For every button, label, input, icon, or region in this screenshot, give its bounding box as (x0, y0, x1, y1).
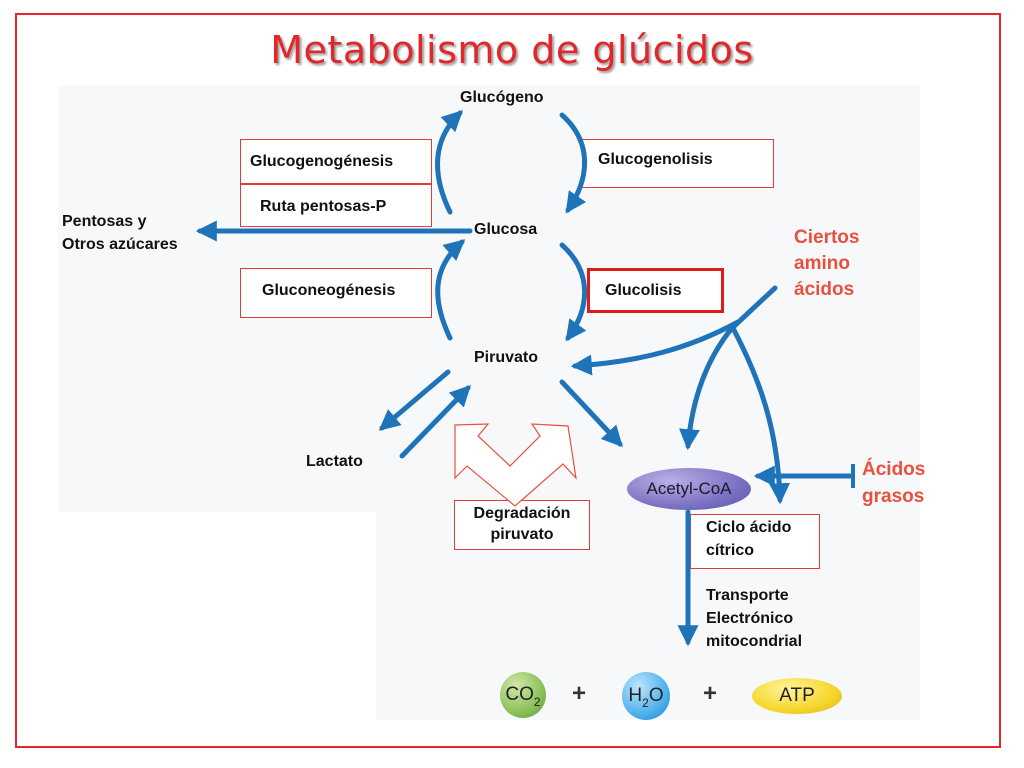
ciclo-label-line2: cítrico (706, 542, 755, 559)
h2o-o: O (648, 685, 664, 706)
gluconeogenesis-label: Gluconeogénesis (262, 282, 396, 299)
degradacion-label-line1: Degradación (473, 505, 571, 522)
arrow-aminoacidos-piruvato (570, 319, 741, 376)
h2o-subscript: 2 (642, 696, 649, 710)
glucolisis-label: Glucolisis (605, 282, 682, 299)
arrow-glucogenogenesis (435, 110, 464, 215)
co2-subscript: 2 (533, 695, 541, 709)
lactato-label: Lactato (306, 453, 363, 470)
ciertos-aminoacidos-line2: amino (794, 253, 850, 274)
atp-node: ATP (752, 678, 842, 714)
h2o-node: H2O (622, 672, 670, 720)
degradacion-label-line2: piruvato (490, 526, 554, 543)
diagram-background-cutout (58, 512, 376, 720)
glucogenogenesis-box (240, 139, 432, 184)
acetyl-coa-label: Acetyl-CoA (646, 479, 732, 498)
arrow-piruvato-lactato (378, 369, 451, 431)
degradacion-hollow-arrow (454, 423, 577, 507)
co2-main: CO (505, 684, 534, 705)
pentosas-label-line2: Otros azúcares (62, 236, 178, 253)
arrow-aminoacidos-acetylcoa (678, 325, 735, 451)
glucosa-label: Glucosa (474, 221, 538, 238)
h2o-h: H (628, 685, 643, 706)
glucogenolisis-label: Glucogenolisis (598, 151, 713, 168)
co2-node: CO2 (500, 672, 546, 718)
ciclo-label-line1: Ciclo ácido (706, 519, 792, 536)
ruta-pentosas-label: Ruta pentosas-P (260, 198, 387, 215)
degradacion-piruvato-box (454, 500, 590, 550)
ciertos-aminoacidos-line3: ácidos (794, 279, 855, 300)
arrow-lactato-piruvato (399, 384, 471, 459)
arrow-glucolisis (559, 242, 588, 342)
acidos-grasos-line1: Ácidos (862, 459, 926, 480)
gluconeogenesis-box (240, 268, 432, 318)
glucogenolisis-box (582, 139, 774, 188)
arrow-glucogenolisis (559, 112, 588, 214)
transporte-label-line2: Electrónico (706, 610, 794, 627)
slide-title: Metabolismo de glúcidos (270, 28, 754, 72)
glucogenogenesis-label: Glucogenogénesis (250, 153, 394, 170)
plus-sign-1: + (572, 680, 587, 707)
piruvato-label: Piruvato (474, 349, 539, 366)
ruta-pentosas-box (240, 184, 432, 227)
transporte-label-line3: mitocondrial (706, 633, 803, 650)
acidos-grasos-line2: grasos (862, 486, 925, 507)
co2-label: CO2 (505, 684, 541, 709)
acetyl-coa-node: Acetyl-CoA (627, 468, 751, 510)
atp-label: ATP (779, 685, 815, 706)
arrow-gluconeogenesis (435, 239, 466, 341)
pentosas-label-line1: Pentosas y (62, 213, 147, 230)
ciclo-acido-citrico-box (690, 514, 820, 569)
slide-frame (15, 13, 1001, 748)
ciertos-aminoacidos-line1: Ciertos (794, 227, 860, 248)
arrow-piruvato-acetylcoa (559, 379, 623, 448)
transporte-label-line1: Transporte (706, 587, 789, 604)
glucogeno-label: Glucógeno (460, 89, 544, 106)
plus-sign-2: + (703, 680, 718, 707)
glucolisis-box (587, 268, 724, 313)
h2o-label: H2O (628, 685, 664, 710)
